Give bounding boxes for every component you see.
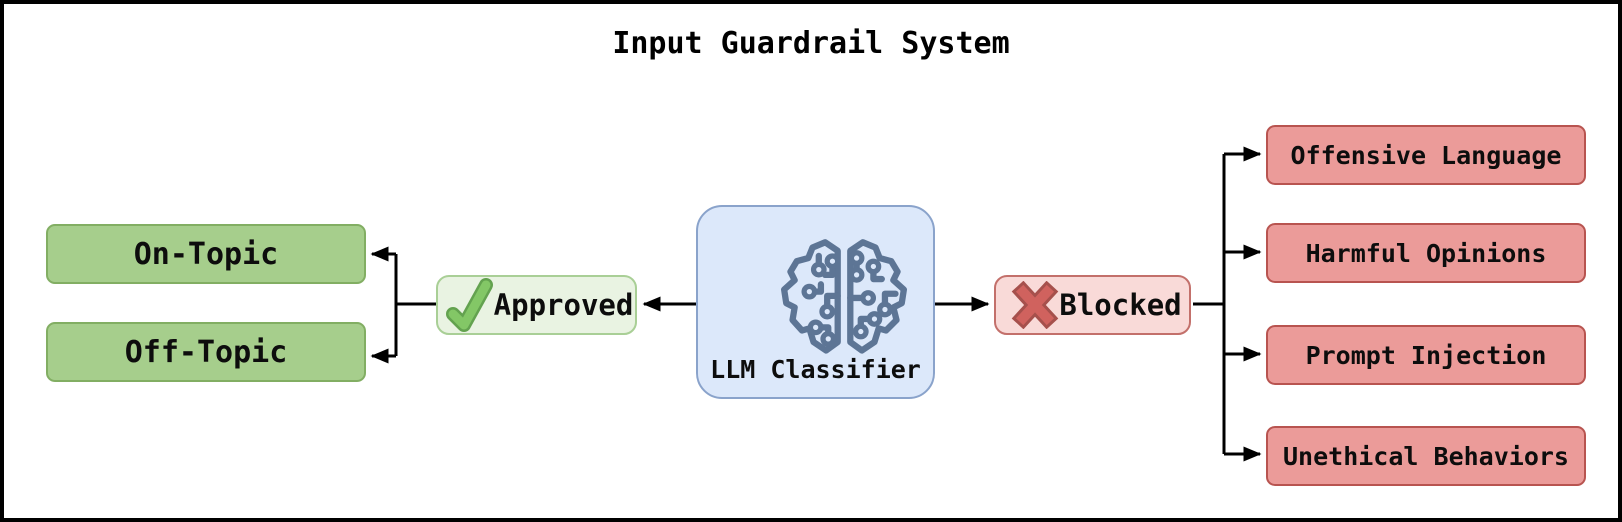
node-blocked-label: Blocked (1059, 288, 1182, 322)
node-unethical-behaviors-label: Unethical Behaviors (1283, 441, 1569, 471)
node-approved-label: Approved (493, 288, 634, 322)
node-llm-classifier: LLM Classifier (696, 205, 935, 399)
node-on-topic: On-Topic (46, 224, 366, 284)
node-prompt-injection: Prompt Injection (1266, 325, 1586, 385)
node-harmful-opinions-label: Harmful Opinions (1305, 238, 1547, 268)
node-unethical-behaviors: Unethical Behaviors (1266, 426, 1586, 486)
brain-circuit-icon (724, 218, 908, 384)
x-icon (1012, 281, 1059, 329)
check-icon (445, 278, 493, 332)
page-title: Input Guardrail System (612, 26, 1010, 61)
node-prompt-injection-label: Prompt Injection (1305, 340, 1547, 370)
node-offensive-language: Offensive Language (1266, 125, 1586, 185)
node-on-topic-label: On-Topic (133, 236, 279, 272)
node-blocked: Blocked (994, 275, 1191, 335)
node-approved: Approved (436, 275, 637, 335)
node-llm-classifier-label: LLM Classifier (710, 355, 921, 384)
node-harmful-opinions: Harmful Opinions (1266, 223, 1586, 283)
node-off-topic: Off-Topic (46, 322, 366, 382)
node-offensive-language-label: Offensive Language (1290, 140, 1562, 170)
node-off-topic-label: Off-Topic (124, 334, 288, 370)
